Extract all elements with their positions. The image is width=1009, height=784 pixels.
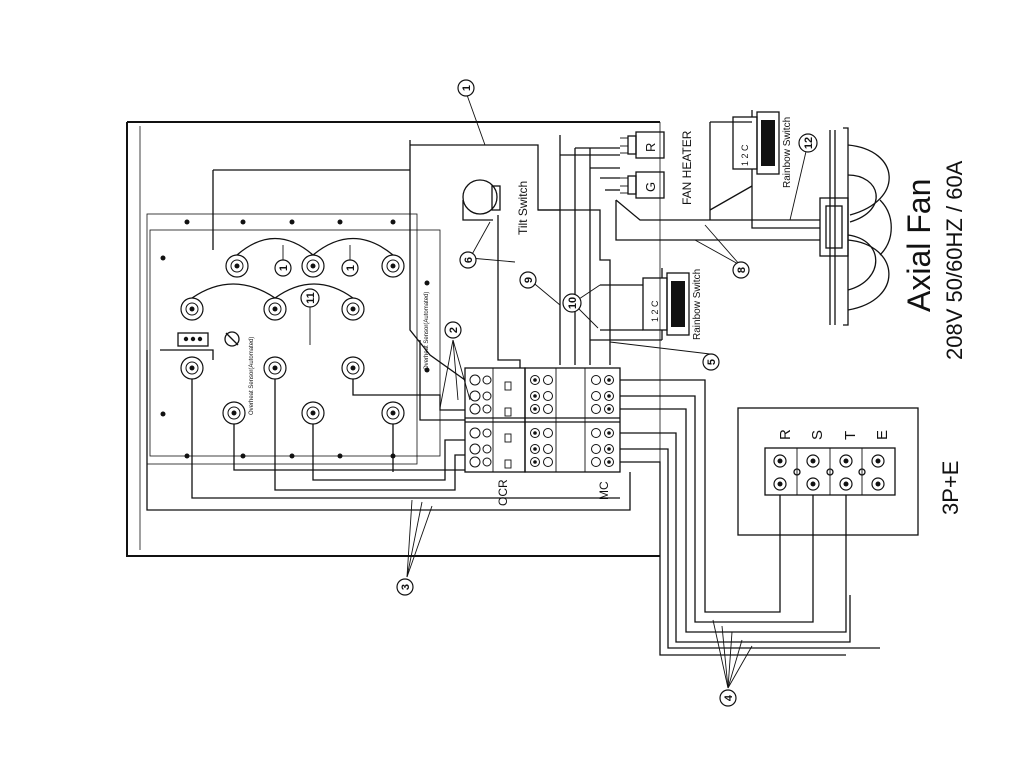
svg-text:9: 9 (523, 277, 535, 283)
rainbow-switch-mid-label: Rainbow Switch (692, 269, 703, 340)
svg-text:3: 3 (400, 584, 412, 590)
connector-g (620, 171, 665, 199)
mc-contactor (524, 367, 621, 473)
sensor-block (177, 331, 240, 347)
svg-text:12: 12 (803, 137, 815, 149)
svg-text:5: 5 (706, 359, 718, 365)
svg-text:1: 1 (461, 85, 473, 91)
callout-5: 5 (702, 353, 720, 371)
tilt-switch-label: Tilt Switch (516, 181, 530, 235)
connector-r (620, 131, 665, 159)
cabinet-frame (126, 121, 661, 557)
mc-label: MC (597, 481, 611, 500)
leader-lines (282, 94, 809, 689)
heater-terminals-lower (180, 356, 405, 425)
heater-jumpers (191, 237, 394, 299)
connector-g-label: G (643, 182, 658, 192)
callout-2: 2 (444, 321, 462, 339)
terminal-t: T (842, 431, 859, 440)
svg-text:11: 11 (305, 292, 317, 304)
tilt-switch (462, 179, 501, 221)
switch-pins-mid: 1 2 C (650, 300, 660, 322)
connector-r-label: R (643, 143, 658, 152)
callouts: 1 1 1 2 3 4 5 6 8 9 10 11 12 (274, 79, 818, 707)
callout-1c: 1 (457, 79, 475, 97)
callout-9: 9 (519, 271, 537, 289)
labels: Axial Fan 208V 50/60HZ / 60A 3P+E R S T … (249, 117, 967, 515)
svg-text:10: 10 (567, 297, 579, 309)
ocr-label: OCR (496, 479, 510, 506)
svg-text:4: 4 (723, 694, 735, 701)
terminal-r: R (777, 429, 794, 440)
rainbow-switch-mid (642, 268, 690, 340)
svg-text:6: 6 (463, 257, 475, 263)
fan-heater-label: FAN HEATER (680, 130, 694, 205)
svg-text:1: 1 (345, 265, 357, 271)
callout-1a: 1 (274, 259, 292, 277)
power-label: 3P+E (938, 461, 963, 515)
svg-text:2: 2 (448, 327, 460, 333)
callout-11: 11 (300, 288, 320, 308)
callout-12: 12 (798, 133, 818, 153)
power-terminal-box (737, 407, 919, 536)
switch-pins-top: 1 2 C (740, 144, 750, 166)
callout-1b: 1 (341, 259, 359, 277)
axial-fan (819, 127, 892, 326)
ocr-breaker (464, 367, 526, 473)
heater-terminals-upper (180, 254, 405, 321)
callout-6: 6 (459, 251, 477, 269)
rainbow-switch-top (732, 110, 780, 186)
wires (146, 121, 880, 656)
svg-text:8: 8 (736, 267, 748, 273)
callout-3: 3 (396, 578, 414, 596)
callout-8: 8 (732, 261, 750, 279)
terminal-e: E (874, 430, 891, 440)
title: Axial Fan (901, 179, 937, 312)
callout-4: 4 (719, 689, 737, 707)
overheat-sensor-a: Overheat Sensor(Automated) (249, 337, 255, 415)
overheat-sensor-b: Overheat Sensor(Automated) (424, 292, 430, 370)
callout-10: 10 (562, 293, 582, 313)
spec: 208V 50/60HZ / 60A (942, 160, 967, 360)
rainbow-switch-top-label: Rainbow Switch (782, 117, 793, 188)
terminal-s: S (809, 430, 826, 440)
heater-panel (146, 213, 441, 465)
svg-text:1: 1 (278, 265, 290, 271)
